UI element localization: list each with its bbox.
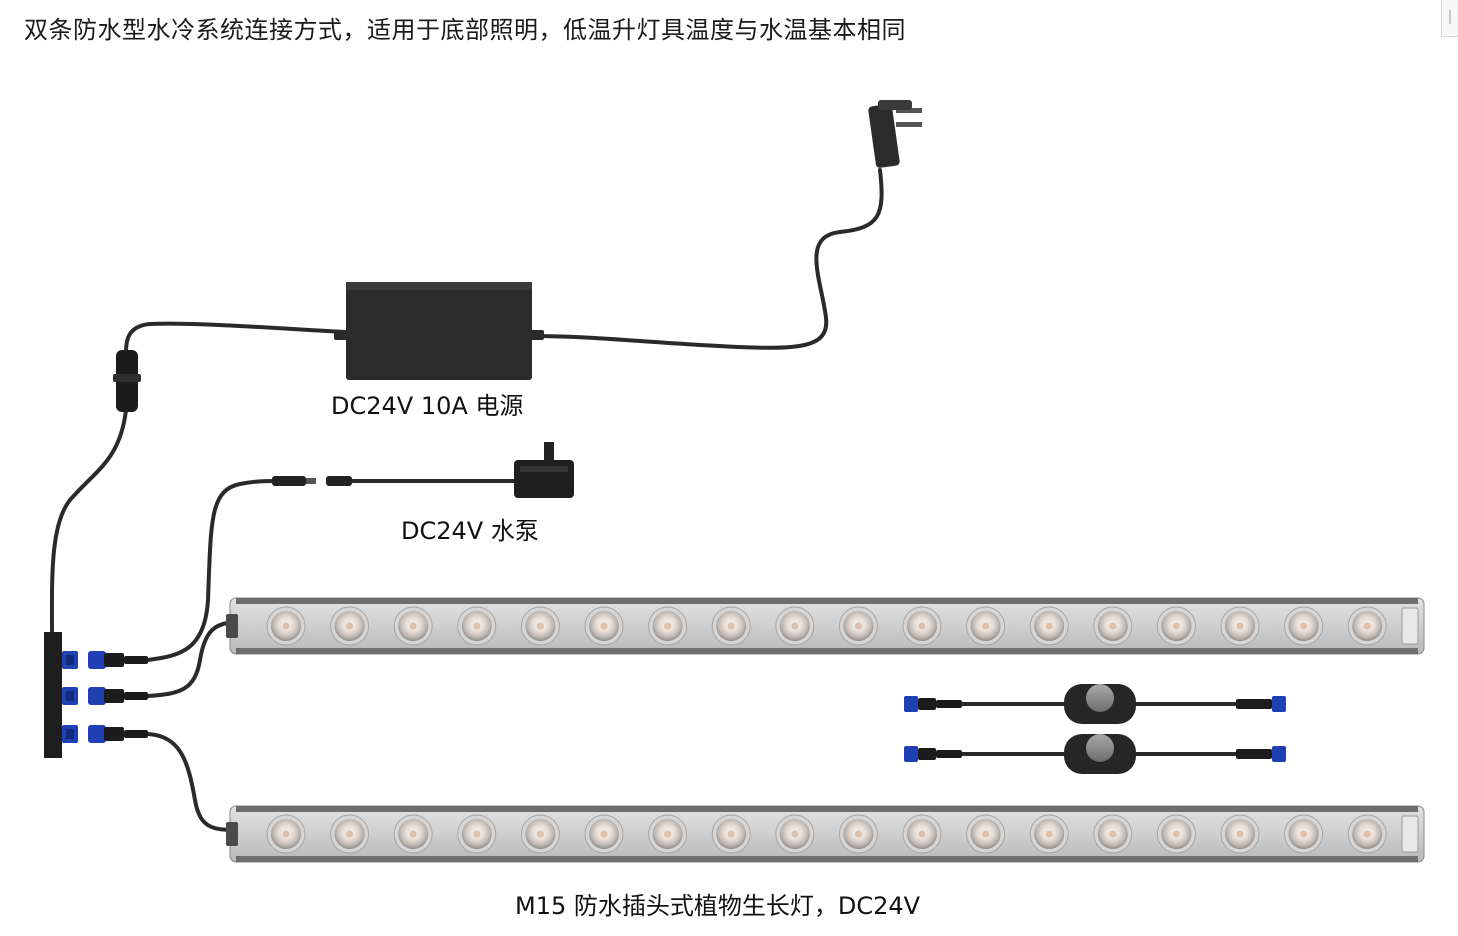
led-lens	[1156, 606, 1196, 646]
led-lens	[1347, 606, 1387, 646]
led-lens	[902, 606, 942, 646]
led-lens	[1093, 814, 1133, 854]
led-lens	[393, 814, 433, 854]
dimmer-switch-icon	[904, 734, 1286, 774]
hub-port-connector	[62, 725, 148, 743]
led-lens	[393, 606, 433, 646]
led-light-bar-icon	[226, 597, 1425, 655]
led-lens	[1284, 606, 1324, 646]
grow-light-label: M15 防水插头式植物生长灯，DC24V	[515, 892, 921, 920]
mains-cable	[530, 168, 884, 350]
scrollbar[interactable]	[1441, 0, 1458, 37]
led-lens	[1029, 814, 1069, 854]
led-lens	[966, 814, 1006, 854]
dimmer-switch-icon	[904, 684, 1286, 724]
power-adapter-icon	[334, 282, 544, 380]
power-supply-label: DC24V 10A 电源	[331, 392, 524, 420]
trunk-cable	[49, 408, 128, 634]
dc-output-cable	[124, 321, 348, 354]
led-lens	[838, 606, 878, 646]
led-lens	[457, 814, 497, 854]
pump-cable	[146, 479, 278, 662]
light2-cable	[146, 732, 242, 832]
led-lens	[457, 606, 497, 646]
splitter-hub-icon	[44, 632, 148, 758]
led-lens	[1093, 606, 1133, 646]
led-lens	[775, 814, 815, 854]
led-lens	[1156, 814, 1196, 854]
led-lens	[902, 814, 942, 854]
led-lens	[1029, 606, 1069, 646]
led-lens	[711, 814, 751, 854]
led-lens	[584, 814, 624, 854]
water-pump-icon	[514, 442, 574, 498]
led-lens	[711, 606, 751, 646]
led-light-bar-icon	[226, 805, 1425, 863]
led-lens	[330, 814, 370, 854]
dc-barrel-connector-icon	[272, 476, 352, 486]
led-lens	[648, 606, 688, 646]
led-lens	[1220, 606, 1260, 646]
cables	[49, 168, 1238, 832]
led-lens	[584, 606, 624, 646]
hub-port-connector	[62, 687, 148, 705]
led-lens	[775, 606, 815, 646]
inline-connector-icon	[113, 350, 141, 412]
page-title: 双条防水型水冷系统连接方式，适用于底部照明，低温升灯具温度与水温基本相同	[24, 16, 906, 44]
power-plug-icon	[868, 100, 922, 168]
led-lens	[266, 814, 306, 854]
led-lens	[1220, 814, 1260, 854]
led-lens	[520, 606, 560, 646]
led-lens	[1347, 814, 1387, 854]
water-pump-label: DC24V 水泵	[401, 517, 539, 545]
led-lens	[838, 814, 878, 854]
led-lens	[966, 606, 1006, 646]
light1-cable	[146, 620, 242, 698]
led-lens	[648, 814, 688, 854]
hub-port-connector	[62, 651, 148, 669]
led-lens	[266, 606, 306, 646]
led-lens	[520, 814, 560, 854]
led-lens	[330, 606, 370, 646]
led-lens	[1284, 814, 1324, 854]
